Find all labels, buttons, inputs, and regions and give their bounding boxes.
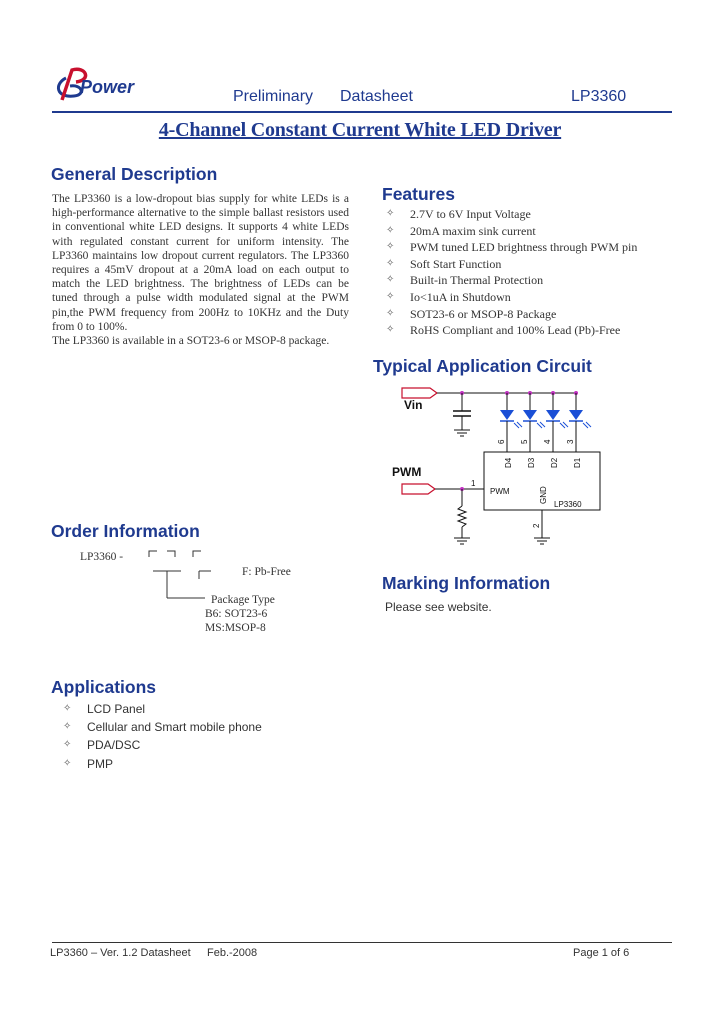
circuit-heading: Typical Application Circuit <box>373 356 592 376</box>
pwm-pin-label: PWM <box>490 487 510 496</box>
led-icon <box>546 391 569 452</box>
marking-information-text: Please see website. <box>385 600 492 614</box>
marking-information-heading: Marking Information <box>382 573 551 593</box>
footer-date: Feb.-2008 <box>207 947 258 959</box>
features-heading: Features <box>382 184 455 204</box>
order-option-sot23: B6: SOT23-6 <box>205 608 268 620</box>
feature-item: Built-in Thermal Protection <box>383 272 683 289</box>
order-option-msop: MS:MSOP-8 <box>205 622 266 634</box>
feature-item: Io<1uA in Shutdown <box>383 289 683 306</box>
order-code-prefix: LP3360 - <box>80 551 124 563</box>
header-preliminary: Preliminary <box>233 88 314 105</box>
pin-label: D3 <box>527 457 536 468</box>
pwm-terminal-icon <box>401 483 437 495</box>
application-item: LCD Panel <box>62 700 362 718</box>
vin-terminal-icon <box>401 387 439 399</box>
feature-item: Soft Start Function <box>383 256 683 273</box>
svg-text:Power: Power <box>80 77 135 97</box>
feature-item: SOT23-6 or MSOP-8 Package <box>383 306 683 323</box>
general-description-heading: General Description <box>51 164 218 184</box>
page-title: 4-Channel Constant Current White LED Dri… <box>158 119 562 141</box>
general-description-paragraph-1: The LP3360 is a low-dropout bias supply … <box>52 193 349 333</box>
application-item: Cellular and Smart mobile phone <box>62 718 362 736</box>
chip-name: LP3360 <box>554 500 582 509</box>
header-part-number: LP3360 <box>571 88 627 105</box>
applications-list: LCD Panel Cellular and Smart mobile phon… <box>62 700 362 773</box>
application-circuit-diagram: Vin <box>392 387 601 545</box>
feature-item: 20mA maxim sink current <box>383 223 683 240</box>
pin-label: D1 <box>573 457 582 468</box>
order-package-type: Package Type <box>211 594 275 606</box>
led-icon <box>500 391 523 452</box>
application-item: PDA/DSC <box>62 736 362 754</box>
pin-number: 6 <box>497 439 506 444</box>
order-information-heading: Order Information <box>51 521 200 541</box>
led-icon <box>569 391 592 452</box>
vin-label: Vin <box>404 398 422 412</box>
feature-item: RoHS Compliant and 100% Lead (Pb)-Free <box>383 322 683 339</box>
resistor-icon <box>456 505 468 528</box>
led-icon <box>523 391 546 452</box>
pin-number: 5 <box>520 439 529 444</box>
general-description-paragraph-2: The LP3360 is available in a SOT23-6 or … <box>52 335 330 348</box>
header-datasheet: Datasheet <box>340 88 413 105</box>
company-logo: Power <box>52 64 162 106</box>
pin-label: D2 <box>550 457 559 468</box>
pin-number: 1 <box>471 479 476 488</box>
pwm-label: PWM <box>392 465 421 479</box>
general-description-text: The LP3360 is a low-dropout bias supply … <box>52 192 349 348</box>
pin-label: D4 <box>504 457 513 468</box>
order-code-diagram <box>148 550 211 599</box>
footer-version: LP3360 – Ver. 1.2 Datasheet <box>50 947 191 959</box>
pin-number: 4 <box>543 439 552 444</box>
applications-heading: Applications <box>51 677 157 697</box>
feature-item: 2.7V to 6V Input Voltage <box>383 206 683 223</box>
gnd-pin-label: GND <box>539 486 548 504</box>
feature-item: PWM tuned LED brightness through PWM pin <box>383 239 683 256</box>
application-item: PMP <box>62 755 362 773</box>
features-list: 2.7V to 6V Input Voltage 20mA maxim sink… <box>383 206 683 339</box>
pin-number: 3 <box>566 439 575 444</box>
footer-rule <box>52 942 672 943</box>
footer-page-number: Page 1 of 6 <box>573 947 630 959</box>
header-rule <box>52 111 672 113</box>
order-pb-free: F: Pb-Free <box>242 566 291 578</box>
pin-number: 2 <box>532 523 541 528</box>
